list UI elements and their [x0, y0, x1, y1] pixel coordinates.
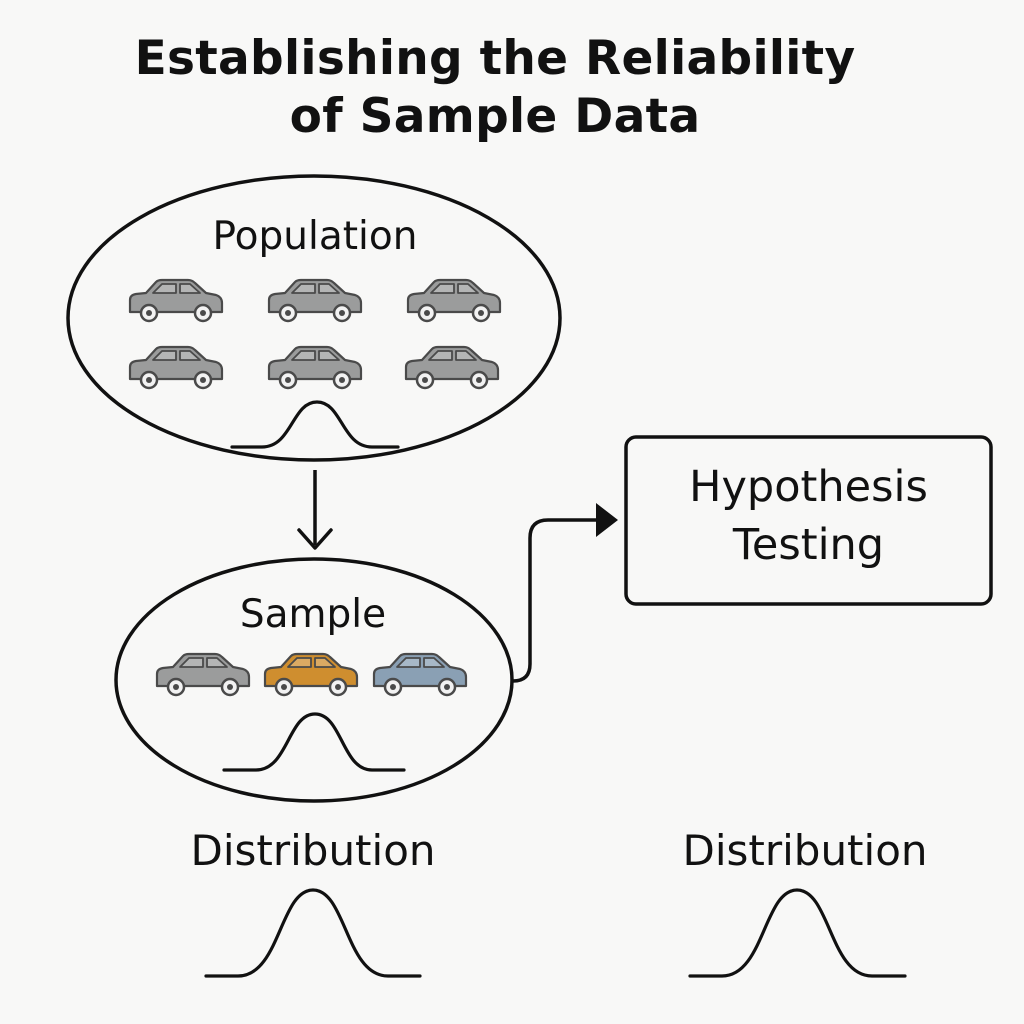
sample-bell-curve	[222, 712, 406, 772]
down-arrow	[297, 470, 333, 550]
sample-car-1	[155, 652, 251, 697]
elbow-arrow	[512, 503, 618, 683]
car-icon	[372, 652, 468, 697]
population-car-2	[267, 278, 363, 323]
sample-ellipse	[114, 557, 514, 803]
population-car-6	[404, 345, 500, 390]
population-car-5	[267, 345, 363, 390]
population-ellipse	[66, 174, 562, 462]
hypothesis-line-2: Testing	[732, 520, 885, 570]
title-line-2: of Sample Data	[289, 89, 701, 144]
sample-car-3	[372, 652, 468, 697]
hypothesis-testing-box	[624, 435, 993, 606]
population-car-3	[406, 278, 502, 323]
car-icon	[128, 278, 224, 323]
distribution-left-label: Distribution	[190, 826, 436, 875]
car-icon	[267, 278, 363, 323]
car-icon	[406, 278, 502, 323]
car-icon	[155, 652, 251, 697]
distribution-right-label: Distribution	[682, 826, 928, 875]
population-car-4	[128, 345, 224, 390]
distribution-right-bell-curve	[688, 888, 907, 978]
car-icon	[263, 652, 359, 697]
population-label: Population	[212, 214, 418, 259]
distribution-left-bell-curve	[204, 888, 422, 978]
sample-car-2	[263, 652, 359, 697]
diagram-title: Establishing the Reliability of Sample D…	[0, 30, 990, 146]
car-icon	[404, 345, 500, 390]
sample-label: Sample	[239, 592, 387, 637]
car-icon	[267, 345, 363, 390]
title-line-1: Establishing the Reliability	[134, 31, 856, 86]
hypothesis-testing-label: Hypothesis Testing	[626, 458, 991, 574]
population-bell-curve	[230, 400, 400, 449]
car-icon	[128, 345, 224, 390]
hypothesis-line-1: Hypothesis	[689, 462, 928, 512]
population-car-1	[128, 278, 224, 323]
